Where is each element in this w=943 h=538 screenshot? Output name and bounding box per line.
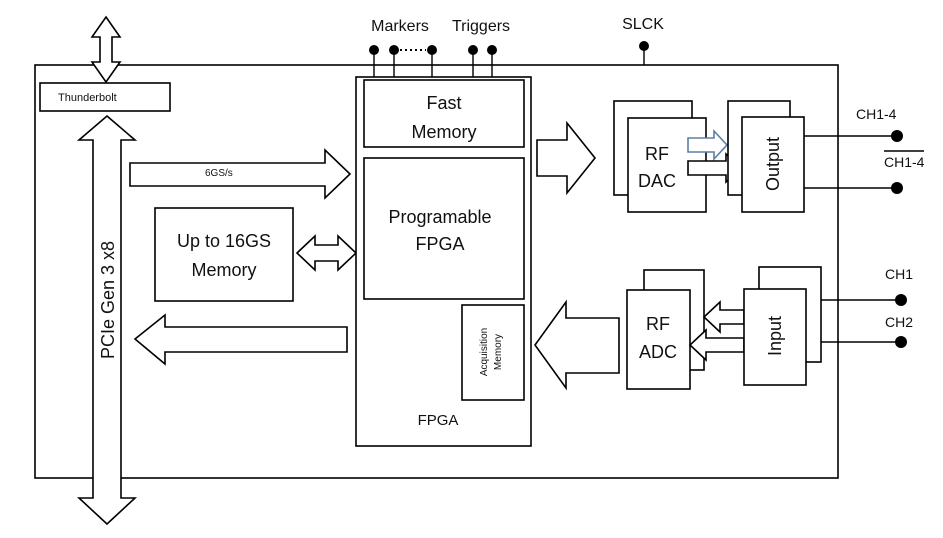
marker-2-dot	[389, 45, 399, 55]
fpga-label: FPGA	[418, 412, 459, 429]
ch1-4-label: CH1-4	[856, 106, 897, 122]
fast-memory-box	[363, 79, 525, 148]
input-adc-arrow-2	[688, 328, 745, 362]
pcie-label: PCIe Gen 3 x8	[98, 241, 118, 359]
rf-adc-label-1: RF	[646, 314, 670, 334]
thunderbolt-label: Thunderbolt	[58, 92, 117, 104]
fast-memory-label-1: Fast	[426, 93, 461, 113]
marker-3-dot	[427, 45, 437, 55]
ch1-4-bar-dot	[891, 182, 903, 194]
pcie-arrow	[76, 114, 138, 526]
output-label: Output	[763, 137, 783, 191]
fpga-to-dac-arrow	[536, 120, 597, 196]
ch1-label: CH1	[885, 266, 913, 282]
acquisition-memory-box	[461, 304, 525, 401]
dac-output-arrow-1	[687, 128, 729, 162]
memory-label-1: Up to 16GS	[177, 231, 271, 251]
rate-label: 6GS/s	[205, 168, 233, 179]
rf-dac-label-2: DAC	[638, 171, 676, 191]
slck-label: SLCK	[622, 16, 664, 33]
rf-dac-label-1: RF	[645, 144, 669, 164]
ch2-label: CH2	[885, 314, 913, 330]
ch2-dot	[895, 336, 907, 348]
ch1-dot	[895, 294, 907, 306]
input-front-box	[743, 288, 807, 386]
rf-adc-label-2: ADC	[639, 342, 677, 362]
trigger-2-dot	[487, 45, 497, 55]
acquisition-label-1: Acquisition	[479, 328, 490, 376]
rf-adc-front-box	[626, 289, 691, 390]
ch1-4-bar-label: CH1-4	[884, 154, 925, 170]
trigger-1-dot	[468, 45, 478, 55]
input-adc-arrow-1	[702, 300, 745, 334]
programable-fpga-box	[363, 157, 525, 300]
output-front-box	[741, 116, 805, 213]
input-label: Input	[765, 316, 785, 356]
triggers-label: Triggers	[452, 18, 510, 35]
thunderbolt-box	[39, 82, 171, 112]
programable-label-2: FPGA	[415, 234, 464, 254]
acquisition-label-2: Memory	[493, 334, 504, 370]
fast-memory-label-2: Memory	[411, 122, 476, 142]
memory-label-2: Memory	[191, 260, 256, 280]
slck-dot	[639, 41, 649, 51]
return-arrow	[133, 313, 348, 366]
memory-box	[154, 207, 294, 302]
acquisition-memory-text: Acquisition Memory	[479, 328, 504, 376]
ch1-4-dot	[891, 130, 903, 142]
adc-to-fpga-arrow	[534, 299, 620, 391]
programable-label-1: Programable	[388, 207, 491, 227]
markers-label: Markers	[371, 18, 429, 35]
thunderbolt-arrow	[90, 15, 122, 84]
marker-1-dot	[369, 45, 379, 55]
rate-arrow	[129, 148, 352, 200]
